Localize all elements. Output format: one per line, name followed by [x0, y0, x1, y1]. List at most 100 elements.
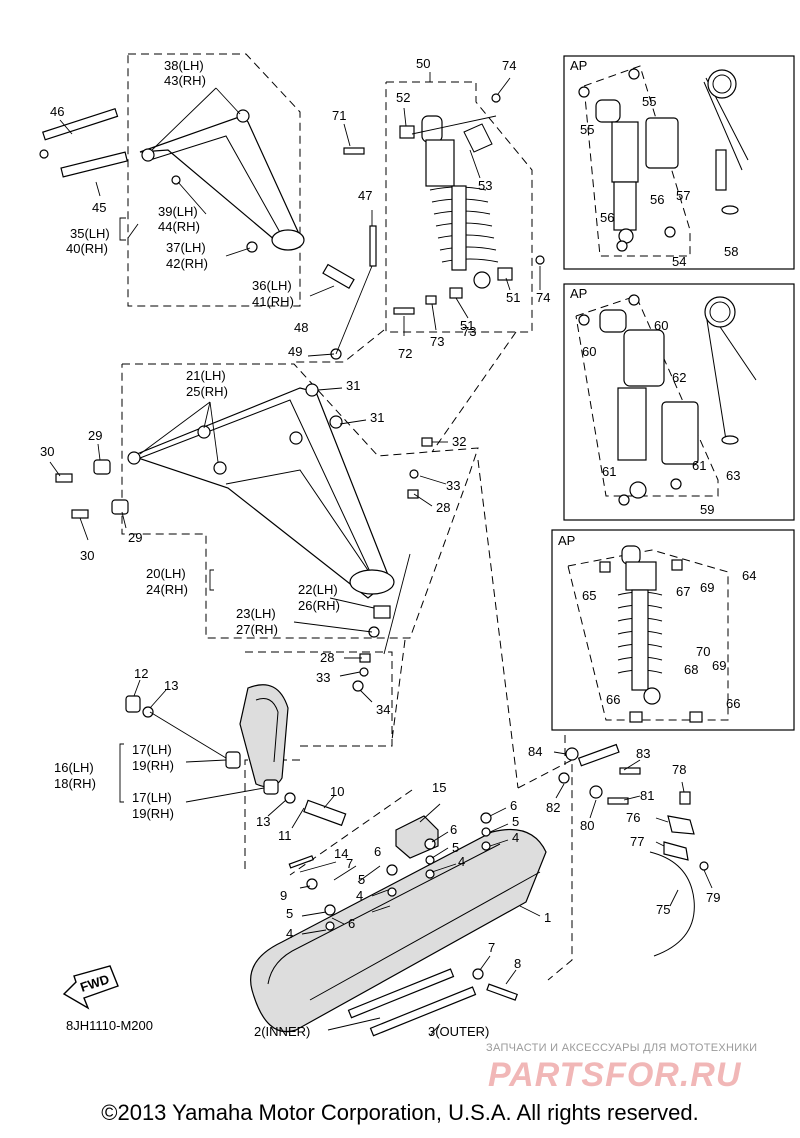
- callout-28a: 28: [436, 500, 450, 515]
- callout-10: 10: [330, 784, 344, 799]
- callout-18: 18(RH): [54, 776, 96, 791]
- callout-74a: 74: [502, 58, 516, 73]
- callout-40: 40(RH): [66, 241, 108, 256]
- callout-9: 9: [280, 888, 287, 903]
- callout-29a: 29: [88, 428, 102, 443]
- callout-71: 71: [332, 108, 346, 123]
- callout-42: 42(RH): [166, 256, 208, 271]
- callout-1: 1: [544, 910, 551, 925]
- callout-76: 76: [626, 810, 640, 825]
- callout-5d: 5: [512, 814, 519, 829]
- leader-lines: [49, 72, 713, 1037]
- callout-65: 65: [582, 588, 596, 603]
- callout-37: 37(LH): [166, 240, 206, 255]
- callout-19b: 19(RH): [132, 806, 174, 821]
- callout-7b: 7: [488, 940, 495, 955]
- ap-box-64: AP: [551, 529, 795, 731]
- callout-55b: 55: [580, 122, 594, 137]
- callout-13a: 13: [164, 678, 178, 693]
- callout-30b: 30: [80, 548, 94, 563]
- callout-5c: 5: [452, 840, 459, 855]
- callout-51a: 51: [506, 290, 520, 305]
- callout-82: 82: [546, 800, 560, 815]
- ap-label-2: AP: [570, 286, 587, 301]
- callout-28b: 28: [320, 650, 334, 665]
- callout-4d: 4: [512, 830, 519, 845]
- callout-43: 43(RH): [164, 73, 206, 88]
- callout-63: 63: [726, 468, 740, 483]
- callout-83: 83: [636, 746, 650, 761]
- callout-57: 57: [676, 188, 690, 203]
- ap-box-59: AP: [563, 283, 795, 521]
- callout-46: 46: [50, 104, 64, 119]
- callout-4a: 4: [356, 888, 363, 903]
- callout-15: 15: [432, 780, 446, 795]
- callout-68: 68: [684, 662, 698, 677]
- callout-26: 26(RH): [298, 598, 340, 613]
- fwd-arrow-icon: FWD: [62, 965, 119, 1010]
- callout-6a: 6: [374, 844, 381, 859]
- callout-35: 35(LH): [70, 226, 110, 241]
- lower-arm-group: [55, 348, 433, 692]
- ap-label-1: AP: [570, 58, 587, 73]
- callout-75: 75: [656, 902, 670, 917]
- callout-23: 23(LH): [236, 606, 276, 621]
- callout-62: 62: [672, 370, 686, 385]
- callout-4c: 4: [458, 854, 465, 869]
- callout-13b: 13: [256, 814, 270, 829]
- callout-31a: 31: [346, 378, 360, 393]
- callout-44: 44(RH): [158, 219, 200, 234]
- callout-55a: 55: [642, 94, 656, 109]
- callout-2: 2(INNER): [254, 1024, 310, 1039]
- callout-34: 34: [376, 702, 390, 717]
- callout-22: 22(LH): [298, 582, 338, 597]
- callout-41: 41(RH): [252, 294, 294, 309]
- callout-59: 59: [700, 502, 714, 517]
- upper-arm-group: [39, 107, 377, 290]
- callout-4b: 4: [286, 926, 293, 941]
- watermark-caption: ЗАПЧАСТИ И АКСЕССУАРЫ ДЛЯ МОТОТЕХНИКИ: [486, 1042, 758, 1054]
- callout-5a: 5: [358, 872, 365, 887]
- callout-30a: 30: [40, 444, 54, 459]
- callout-32: 32: [452, 434, 466, 449]
- ap-label-3: AP: [558, 533, 575, 548]
- callout-19a: 19(RH): [132, 758, 174, 773]
- callout-14: 14: [334, 846, 348, 861]
- callout-31b: 31: [370, 410, 384, 425]
- callout-78: 78: [672, 762, 686, 777]
- callout-69a: 69: [700, 580, 714, 595]
- callout-50: 50: [416, 56, 430, 71]
- callout-60a: 60: [654, 318, 668, 333]
- callout-8: 8: [514, 956, 521, 971]
- ski: [250, 812, 547, 1037]
- callout-33b: 33: [316, 670, 330, 685]
- callout-73a: 73: [430, 334, 444, 349]
- callout-20: 20(LH): [146, 566, 186, 581]
- callout-58: 58: [724, 244, 738, 259]
- callout-24: 24(RH): [146, 582, 188, 597]
- callout-66a: 66: [606, 692, 620, 707]
- callout-12: 12: [134, 666, 148, 681]
- callout-17b: 17(LH): [132, 790, 172, 805]
- callout-7a: 7: [346, 856, 353, 871]
- watermark-logo: PARTSFOR.RU: [488, 1056, 742, 1094]
- callout-64: 64: [742, 568, 756, 583]
- callout-66b: 66: [726, 696, 740, 711]
- callout-33a: 33: [446, 478, 460, 493]
- callout-56a: 56: [600, 210, 614, 225]
- callout-51b: 51: [460, 318, 474, 333]
- callout-69b: 69: [712, 658, 726, 673]
- ap-box-54: AP: [563, 55, 795, 270]
- diagram-code: 8JH1110-M200: [66, 1018, 153, 1033]
- callout-39: 39(LH): [158, 204, 198, 219]
- callout-6d: 6: [510, 798, 517, 813]
- callout-80: 80: [580, 818, 594, 833]
- callout-5b: 5: [286, 906, 293, 921]
- callout-45: 45: [92, 200, 106, 215]
- callout-53: 53: [478, 178, 492, 193]
- callout-70: 70: [696, 644, 710, 659]
- callout-38: 38(LH): [164, 58, 204, 73]
- copyright-notice: ©2013 Yamaha Motor Corporation, U.S.A. A…: [101, 1100, 699, 1125]
- callout-54: 54: [672, 254, 686, 269]
- main-shock: [343, 93, 545, 315]
